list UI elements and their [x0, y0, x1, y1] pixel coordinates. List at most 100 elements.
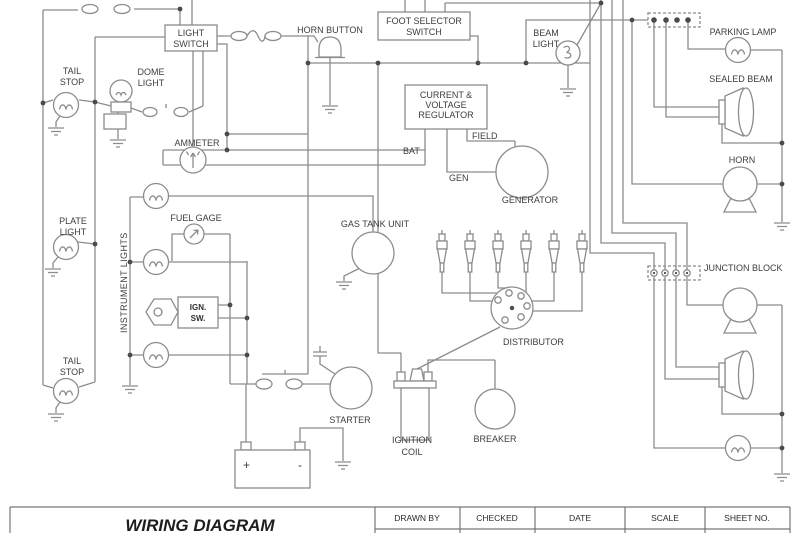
- beam-light-filament-icon: [563, 45, 572, 59]
- battery-positive-label: +: [243, 458, 250, 472]
- dome-mount-icon: [103, 113, 127, 130]
- junction-block-label: JUNCTION BLOCK: [704, 263, 783, 273]
- starter-switch-contact-icon: [255, 378, 273, 390]
- ammeter: [179, 146, 207, 174]
- parking-lamp-icon: [724, 36, 752, 64]
- coil-body-icon: [400, 387, 430, 441]
- ignition-coil-label: COIL: [401, 447, 422, 457]
- ignition-switch: IGN. SW.: [145, 296, 219, 329]
- tail-stop-lower-label: STOP: [60, 367, 84, 377]
- ground-icon: [335, 281, 353, 290]
- breaker-icon: [474, 388, 516, 430]
- ground-icon: [773, 222, 791, 231]
- title-block-column-sheet-no: SHEET NO.: [724, 513, 770, 523]
- pull-switch-link-icon: [246, 30, 266, 42]
- light-switch: LIGHT SWITCH: [164, 24, 218, 52]
- tail-stop-upper-lamp-icon: [52, 91, 80, 119]
- generator-label: GENERATOR: [502, 195, 559, 205]
- starter-icon: [329, 366, 373, 410]
- ground-icon: [44, 268, 62, 277]
- sealed-beam-lower-icon: [718, 350, 755, 400]
- wires-right-section: [589, 0, 783, 473]
- light-switch-label: LIGHT: [178, 28, 205, 38]
- bat-terminal-label: BAT: [403, 146, 420, 156]
- dome-bulb-filament-icon: [115, 91, 127, 98]
- instrument-lamp-icon: [142, 182, 170, 210]
- ignition-coil-label: IGNITION: [392, 435, 432, 445]
- ignition-switch-label: SW.: [191, 314, 206, 323]
- fuel-gage: [183, 223, 205, 245]
- wires-center-section: [308, 0, 648, 389]
- tail-stop-upper-label: TAIL: [63, 66, 81, 76]
- plate-light-lamp-icon: [52, 233, 80, 261]
- horn-button: [315, 36, 345, 59]
- foot-selector-switch-label: SWITCH: [406, 27, 442, 37]
- tail-lamp-right-icon: [724, 434, 752, 462]
- generator-icon: [495, 145, 549, 199]
- spark-plug-icon: [436, 229, 448, 273]
- breaker-label: BREAKER: [473, 434, 517, 444]
- battery-positive-terminal-icon: [240, 441, 252, 451]
- ground-icon: [47, 127, 65, 136]
- ground-icon: [559, 88, 577, 97]
- title-block-title: WIRING DIAGRAM: [125, 516, 275, 533]
- foot-selector-switch-label: FOOT SELECTOR: [386, 16, 462, 26]
- dome-switch-contact-icon: [142, 106, 158, 118]
- spark-plug-icon: [548, 229, 560, 273]
- ground-icon: [121, 385, 139, 394]
- starter-label: STARTER: [329, 415, 371, 425]
- ground-icon: [334, 461, 352, 470]
- pull-switch-contact-icon: [230, 30, 248, 42]
- spark-plug-icon: [520, 229, 532, 273]
- horn-lower-icon: [722, 287, 758, 334]
- starter-switch-contact-icon: [285, 378, 303, 390]
- regulator-label: REGULATOR: [418, 110, 474, 120]
- wires-instrument-panel: [129, 195, 374, 461]
- parking-lamp-label: PARKING LAMP: [710, 27, 777, 37]
- fuel-gage-label: FUEL GAGE: [170, 213, 221, 223]
- junction-block: [647, 265, 701, 281]
- tail-stop-lower-label: TAIL: [63, 356, 81, 366]
- instrument-lamp-icon: [142, 341, 170, 369]
- coil-flange-icon: [393, 380, 437, 389]
- coil-tower-icon: [409, 368, 425, 382]
- key-hole-icon: [153, 307, 163, 317]
- ground-icon: [321, 105, 339, 114]
- top-connector-block: [647, 12, 701, 28]
- spark-plugs: [436, 229, 588, 273]
- ignition-switch-label: IGN.: [190, 303, 206, 312]
- beam-light-label: LIGHT: [533, 39, 560, 49]
- instrument-lights-label: INSTRUMENT LIGHTS: [119, 232, 129, 333]
- field-terminal-label: FIELD: [472, 131, 498, 141]
- sealed-beam-label: SEALED BEAM: [709, 74, 773, 84]
- ignition-coil: [393, 368, 437, 441]
- dome-light-assembly: [103, 79, 133, 130]
- wires-ammeter-bus: [162, 129, 426, 166]
- wires-light-switch: [192, 35, 319, 374]
- sealed-beam-upper-icon: [718, 87, 755, 137]
- ground-icon: [47, 413, 65, 422]
- wires-left-section: [42, 0, 193, 413]
- horn-upper-icon: [722, 166, 758, 213]
- foot-selector-switch: FOOT SELECTOR SWITCH: [377, 11, 471, 41]
- distributor: [490, 286, 534, 330]
- horn-button-label: HORN BUTTON: [297, 25, 363, 35]
- wires-spark-plugs: [441, 272, 583, 312]
- battery: + -: [234, 441, 311, 489]
- battery-body-icon: [234, 449, 311, 489]
- junction-dots: [40, 0, 785, 451]
- ammeter-label: AMMETER: [175, 138, 221, 148]
- title-block: WIRING DIAGRAM DRAWN BY CHECKED DATE SCA…: [9, 506, 791, 533]
- pull-switch-contact-icon: [264, 30, 282, 42]
- battery-negative-terminal-icon: [294, 441, 306, 451]
- title-block-column-checked: CHECKED: [476, 513, 518, 523]
- wiring: [42, 0, 783, 473]
- top-left-switch-contact-icon: [81, 3, 99, 15]
- battery-negative-label: -: [298, 458, 302, 472]
- light-switch-label: SWITCH: [173, 39, 209, 49]
- spark-plug-icon: [464, 229, 476, 273]
- regulator-label: VOLTAGE: [425, 100, 466, 110]
- coil-terminal-icon: [396, 371, 406, 382]
